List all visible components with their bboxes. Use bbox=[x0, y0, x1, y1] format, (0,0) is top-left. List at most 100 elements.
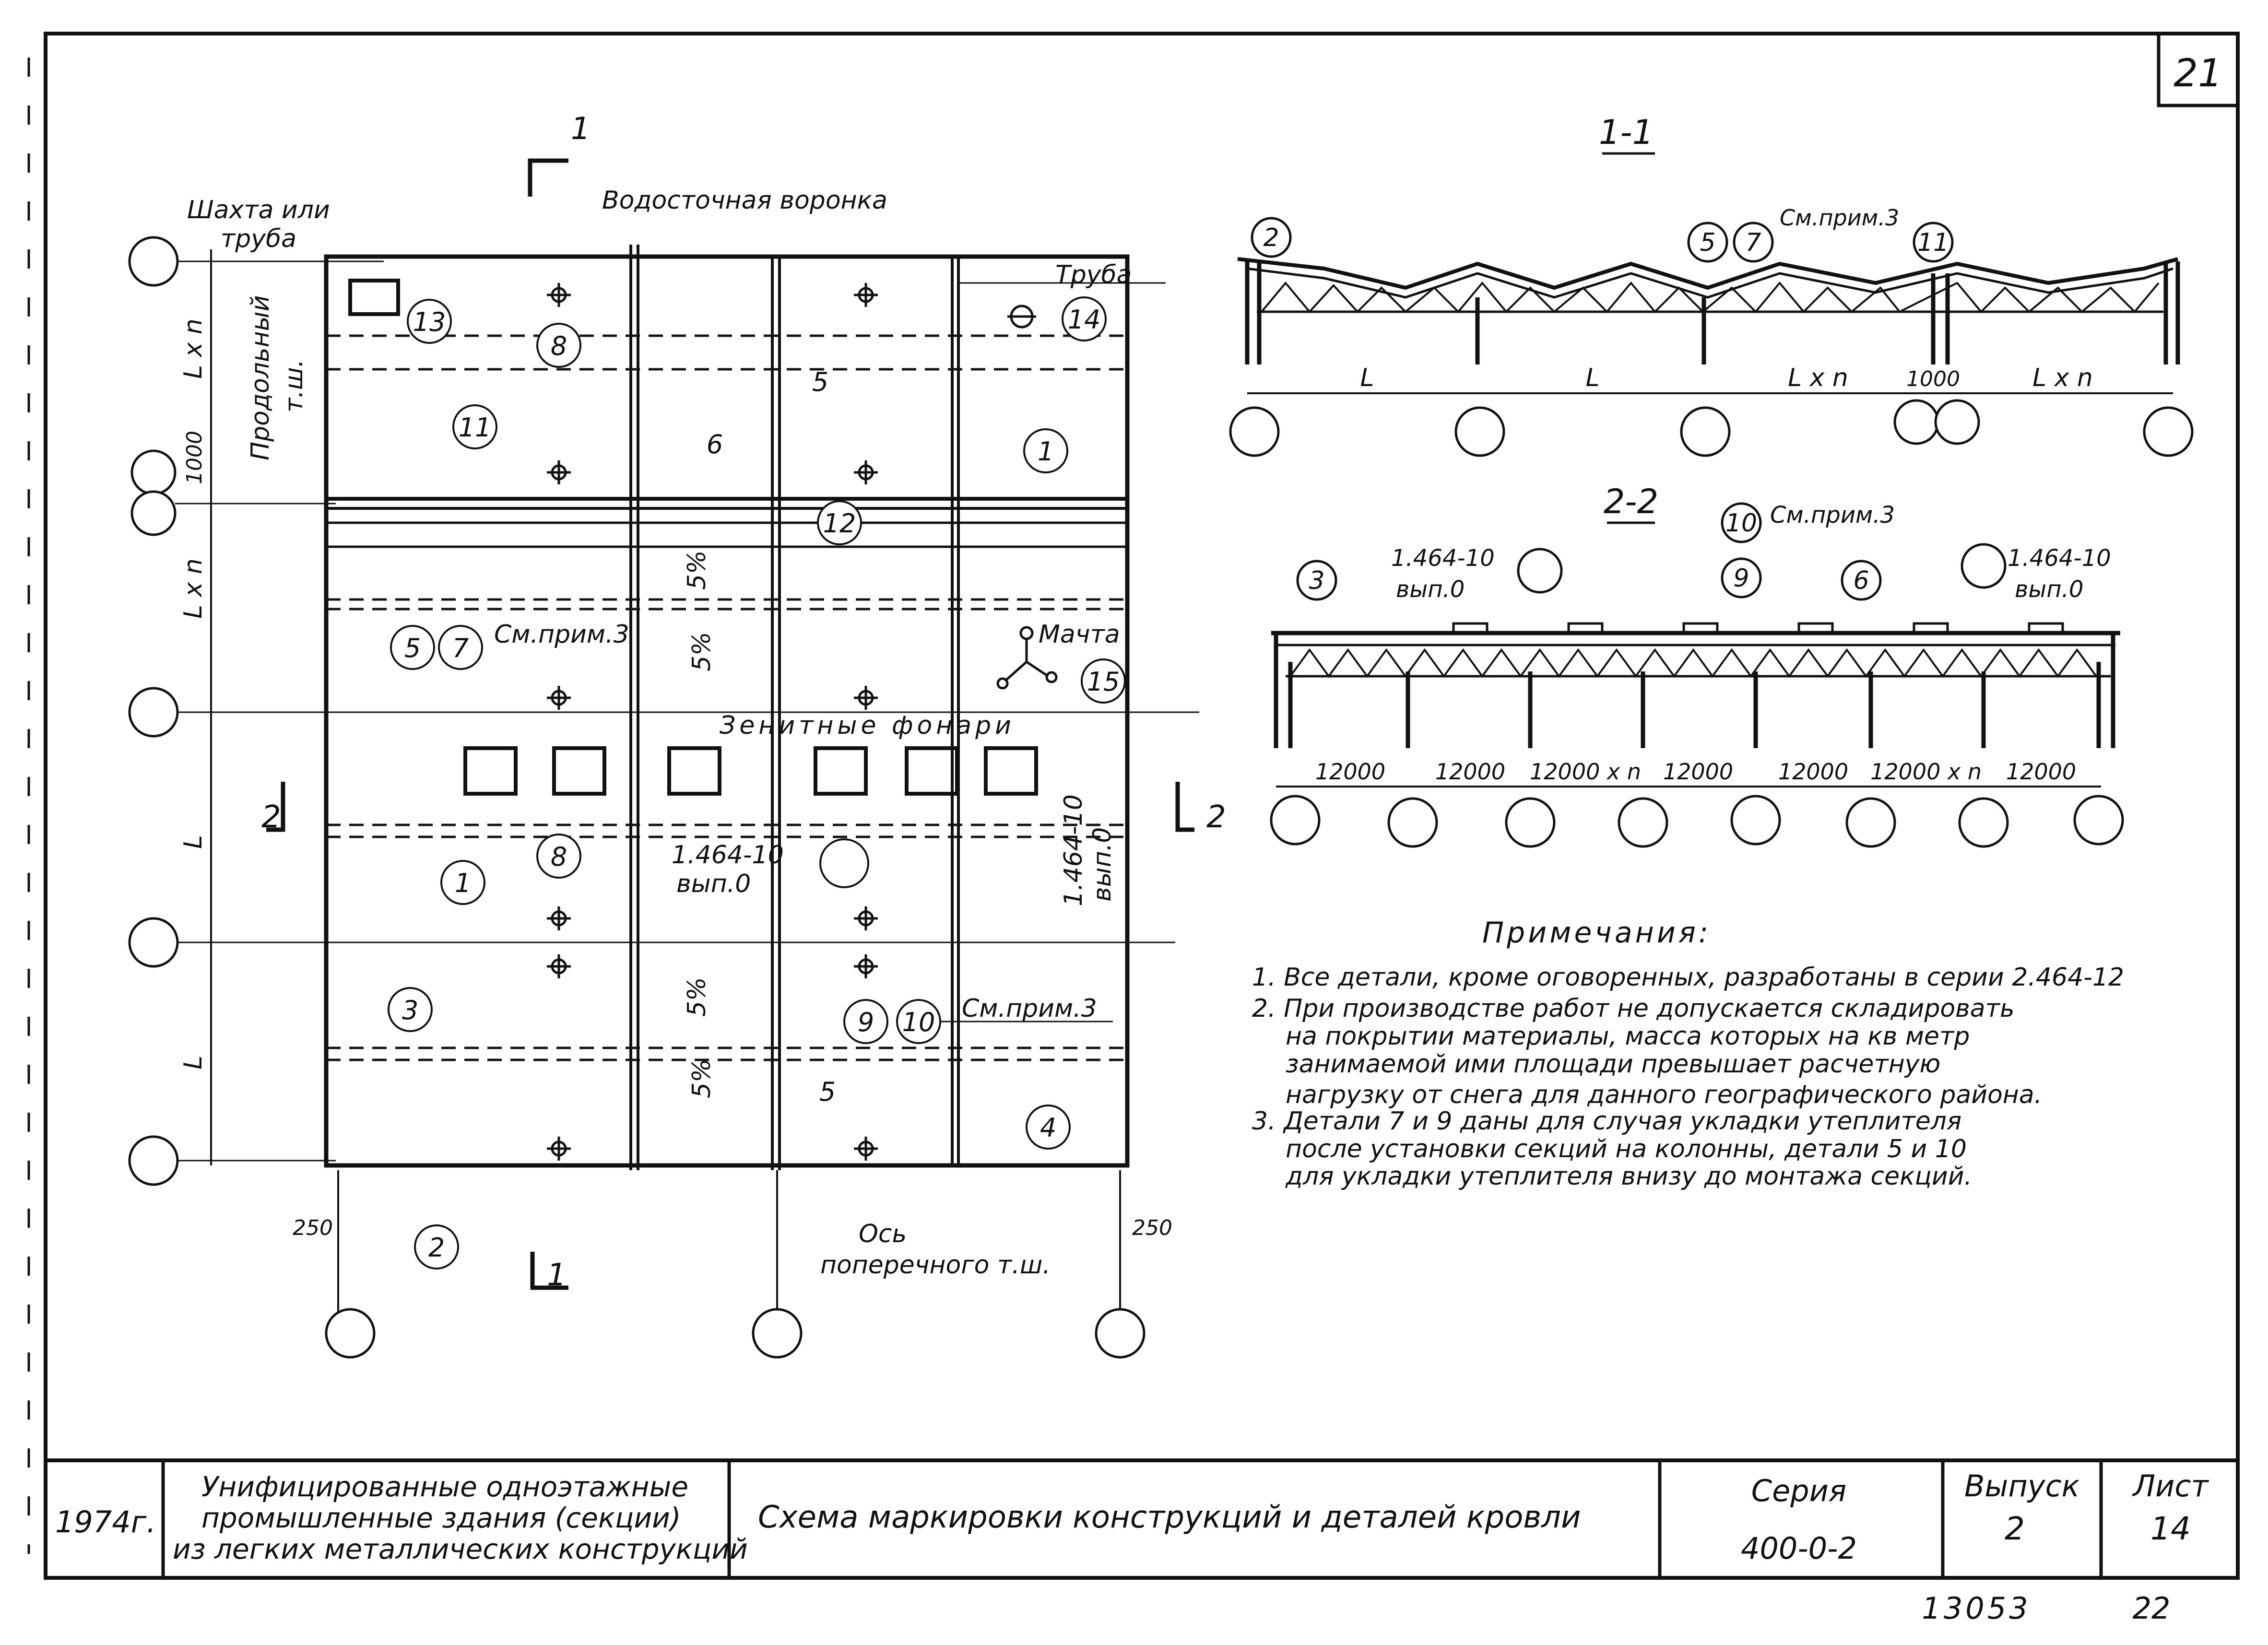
note-line: на покрытии материалы, масса которых на … bbox=[1286, 1022, 1970, 1051]
part-number: 9 bbox=[858, 1007, 874, 1037]
section-2-2: 2-2 bbox=[1270, 482, 2124, 848]
part-callout bbox=[1721, 557, 1762, 599]
axis-bubble bbox=[1095, 1308, 1146, 1359]
part-callout bbox=[1081, 658, 1126, 704]
series-ref: 1.464-10 bbox=[2008, 545, 2111, 572]
part-callout bbox=[536, 834, 581, 879]
notes: Примечания: 1. Все детали, кроме оговоре… bbox=[1252, 916, 2124, 1191]
drain-funnel-icon bbox=[547, 686, 571, 710]
axis-bubble bbox=[325, 1308, 376, 1359]
drawing-title: Схема маркировки конструкций и деталей к… bbox=[758, 1500, 1581, 1535]
dim-label: L x n bbox=[1788, 364, 1848, 392]
footer-page: 22 bbox=[2133, 1591, 2171, 1626]
title-block: 1974г. Унифицированные одноэтажные промы… bbox=[46, 1458, 2238, 1626]
part-number: 7 bbox=[1745, 228, 1761, 257]
section-mark: 1 bbox=[571, 111, 591, 147]
dim-label: 250 bbox=[1132, 1216, 1172, 1240]
axis-bubble bbox=[1454, 406, 1505, 457]
axis-bubble bbox=[128, 1135, 179, 1186]
page-number: 21 bbox=[2174, 51, 2222, 95]
series-ref: 1.464-10 bbox=[1059, 794, 1088, 906]
project-title: Унифицированные одноэтажные bbox=[201, 1470, 688, 1503]
dim-label: 12000 bbox=[1435, 759, 1505, 785]
dim-label: L bbox=[1586, 364, 1600, 392]
sheet-frame: 21 bbox=[27, 32, 2240, 1580]
dim-label: L bbox=[1360, 364, 1374, 392]
series-ref: вып.0 bbox=[1088, 827, 1117, 902]
slope-label: 5% bbox=[687, 632, 716, 672]
axis-bubble bbox=[2143, 406, 2194, 457]
part-number: 3 bbox=[1309, 566, 1324, 595]
part-number: 5 bbox=[819, 1077, 836, 1107]
part-callout bbox=[1026, 1104, 1071, 1150]
drain-funnel-icon bbox=[854, 1137, 878, 1161]
section-mark: 2 bbox=[1206, 799, 1226, 835]
part-callout bbox=[1296, 560, 1337, 601]
drain-funnel-icon bbox=[547, 1137, 571, 1161]
plan-callout-numbers: 13 8 14 11 1 6 5 12 7 15 8 1 3 9 10 4 2 … bbox=[402, 305, 1120, 1263]
year: 1974г. bbox=[55, 1504, 156, 1539]
part-callout bbox=[407, 299, 452, 344]
part-callout bbox=[390, 625, 435, 670]
dim-label: 12000 bbox=[1778, 759, 1848, 785]
dim-label: 12000 bbox=[1315, 759, 1385, 785]
dim-label: 12000 bbox=[2006, 759, 2076, 785]
plan-callouts bbox=[388, 296, 1126, 1269]
part-callout bbox=[440, 860, 485, 905]
axis-bubble bbox=[1505, 797, 1556, 848]
dim-label: 12000 x n bbox=[1530, 759, 1641, 785]
part-number: 8 bbox=[551, 842, 567, 872]
skylight bbox=[463, 746, 518, 796]
drain-funnel-icon bbox=[547, 460, 571, 484]
part-callout bbox=[819, 838, 869, 888]
drain-funnel-icon bbox=[854, 460, 878, 484]
note-line: 1. Все детали, кроме оговоренных, разраб… bbox=[1252, 963, 2124, 992]
part-number: 11 bbox=[459, 412, 492, 443]
dim-label: L bbox=[179, 1056, 208, 1069]
part-callout bbox=[536, 323, 581, 368]
part-number: 9 bbox=[1733, 564, 1749, 593]
part-number: 14 bbox=[1068, 305, 1101, 335]
notes-title: Примечания: bbox=[1482, 916, 1711, 950]
part-callout bbox=[896, 999, 941, 1044]
part-number: 1 bbox=[455, 868, 471, 898]
note-line: 2. При производстве работ не допускается… bbox=[1252, 994, 2015, 1023]
skylight bbox=[984, 746, 1038, 796]
part-callout bbox=[1687, 222, 1728, 263]
pipe-icon bbox=[1007, 305, 1036, 329]
part-callout bbox=[843, 999, 888, 1044]
drain-funnel-icon bbox=[547, 954, 571, 978]
pipe-label: Труба bbox=[1055, 260, 1132, 289]
part-callout bbox=[1961, 543, 2007, 589]
drain-funnel-icon bbox=[854, 283, 878, 307]
sheet-label: Лист bbox=[2132, 1469, 2209, 1504]
note-ref: См.прим.3 bbox=[1780, 205, 1899, 231]
longitudinal-label: т.ш. bbox=[280, 359, 308, 412]
axis-bubble bbox=[128, 236, 179, 287]
note-line: 3. Детали 7 и 9 даны для случая укладки … bbox=[1252, 1107, 1961, 1136]
axis-bubble bbox=[130, 490, 177, 536]
project-title: из легких металлических конструкций bbox=[173, 1533, 748, 1565]
axis-bubble bbox=[1270, 795, 1321, 846]
part-callout bbox=[388, 987, 433, 1032]
series-ref: 1.464-10 bbox=[1391, 545, 1495, 572]
part-callout bbox=[1062, 296, 1107, 341]
drain-funnel-icon bbox=[854, 906, 878, 930]
axis-bubble bbox=[1680, 406, 1731, 457]
axis-bubble bbox=[1387, 797, 1438, 848]
part-callout bbox=[452, 404, 497, 449]
part-number: 3 bbox=[402, 995, 418, 1025]
project-title: промышленные здания (секции) bbox=[201, 1502, 681, 1534]
dim-label: 250 bbox=[293, 1216, 333, 1240]
drain-funnel-icon bbox=[547, 906, 571, 930]
axis-bubble bbox=[1618, 797, 1668, 848]
note-line: после установки секций на колонны, детал… bbox=[1286, 1135, 1967, 1163]
roof-plan bbox=[175, 245, 1199, 1324]
note-line: занимаемой ими площади превышает расчетн… bbox=[1286, 1050, 1940, 1079]
axis-bubble bbox=[2073, 795, 2124, 846]
cross-axis-label: поперечного т.ш. bbox=[820, 1251, 1051, 1280]
note-line: для укладки утеплителя внизу до монтажа … bbox=[1285, 1162, 1972, 1191]
part-number: 8 bbox=[551, 331, 567, 361]
axis-bubble bbox=[128, 917, 179, 968]
